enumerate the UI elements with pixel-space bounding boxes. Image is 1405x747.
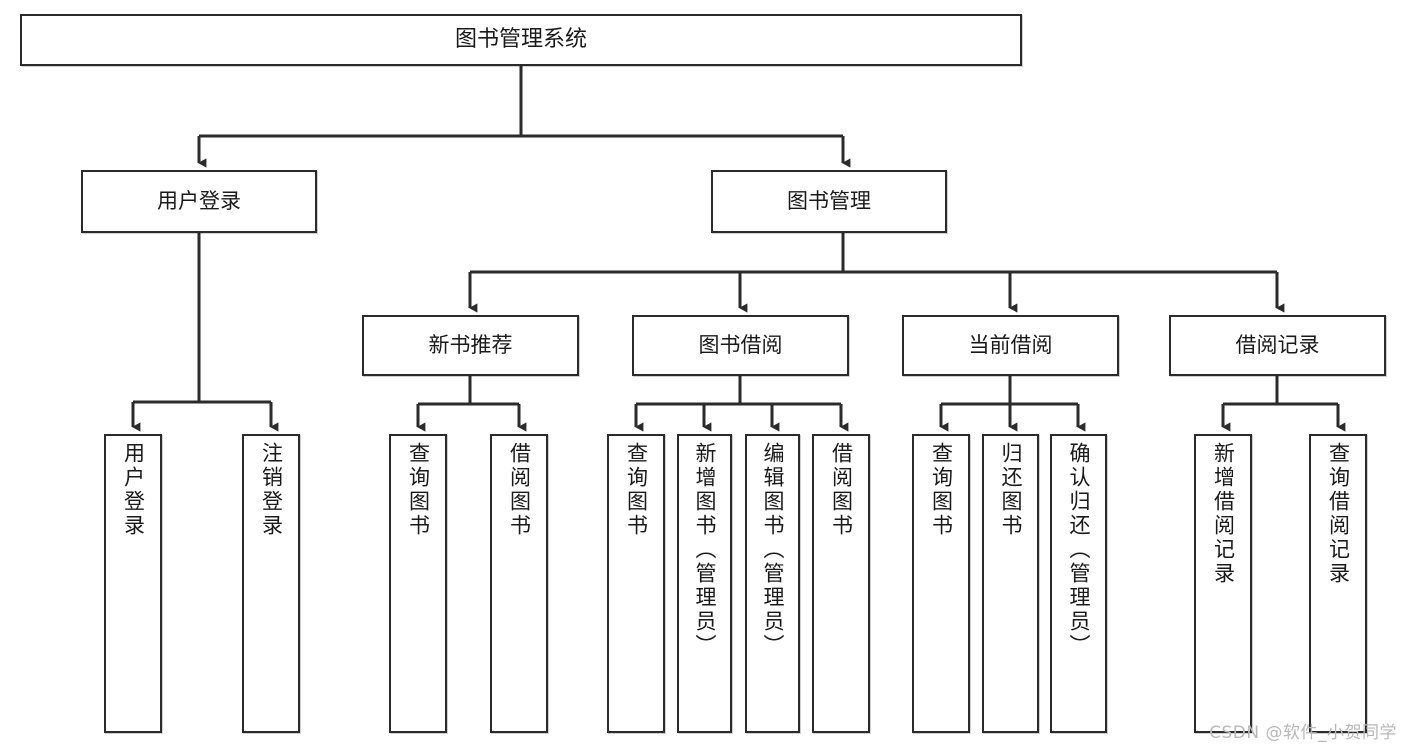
leaf-book-borrow-edit-label: 编辑图书（管理员） xyxy=(761,442,785,658)
leaf-borrow-record-add[interactable]: 新增借阅记录 xyxy=(1194,434,1252,733)
node-book-borrow-label: 图书借阅 xyxy=(698,333,783,358)
node-book-management[interactable]: 图书管理 xyxy=(711,170,947,233)
leaf-borrow-record-query[interactable]: 查询借阅记录 xyxy=(1309,434,1367,733)
node-user-login[interactable]: 用户登录 xyxy=(81,170,317,233)
leaf-current-borrow-return[interactable]: 归还图书 xyxy=(982,434,1039,733)
leaf-current-borrow-return-label: 归还图书 xyxy=(999,442,1023,538)
leaf-new-book-borrow-label: 借阅图书 xyxy=(507,442,532,538)
leaf-user-login-logout-label: 注销登录 xyxy=(259,442,284,538)
leaf-borrow-record-query-label: 查询借阅记录 xyxy=(1326,442,1351,586)
leaf-current-borrow-confirm-label: 确认归还（管理员） xyxy=(1067,442,1091,658)
leaf-book-borrow-add-label: 新增图书（管理员） xyxy=(693,442,717,658)
leaf-user-login-login-label: 用户登录 xyxy=(121,442,146,538)
leaf-book-borrow-query-label: 查询图书 xyxy=(624,442,649,538)
node-book-management-label: 图书管理 xyxy=(787,189,871,214)
node-new-book-recommend[interactable]: 新书推荐 xyxy=(362,315,579,376)
leaf-user-login-logout[interactable]: 注销登录 xyxy=(242,434,300,733)
leaf-borrow-record-add-label: 新增借阅记录 xyxy=(1211,442,1236,586)
node-user-login-label: 用户登录 xyxy=(157,189,241,214)
leaf-book-borrow-query[interactable]: 查询图书 xyxy=(607,434,665,733)
leaf-new-book-borrow[interactable]: 借阅图书 xyxy=(490,434,548,733)
node-current-borrow[interactable]: 当前借阅 xyxy=(902,315,1119,376)
leaf-book-borrow-borrow[interactable]: 借阅图书 xyxy=(812,434,870,733)
leaf-book-borrow-add[interactable]: 新增图书（管理员） xyxy=(677,434,732,733)
node-root[interactable]: 图书管理系统 xyxy=(20,14,1022,66)
leaf-book-borrow-borrow-label: 借阅图书 xyxy=(829,442,854,538)
node-current-borrow-label: 当前借阅 xyxy=(968,333,1053,358)
leaf-new-book-query[interactable]: 查询图书 xyxy=(389,434,447,733)
leaf-new-book-query-label: 查询图书 xyxy=(406,442,431,538)
node-book-borrow[interactable]: 图书借阅 xyxy=(632,315,849,376)
node-borrow-record-label: 借阅记录 xyxy=(1235,333,1320,358)
leaf-current-borrow-query[interactable]: 查询图书 xyxy=(912,434,970,733)
csdn-watermark: CSDN @软件_小贺同学 xyxy=(1209,723,1397,743)
node-root-label: 图书管理系统 xyxy=(454,27,587,53)
leaf-current-borrow-query-label: 查询图书 xyxy=(929,442,954,538)
leaf-current-borrow-confirm[interactable]: 确认归还（管理员） xyxy=(1050,434,1107,733)
node-new-book-recommend-label: 新书推荐 xyxy=(428,333,513,358)
leaf-book-borrow-edit[interactable]: 编辑图书（管理员） xyxy=(745,434,800,733)
node-borrow-record[interactable]: 借阅记录 xyxy=(1169,315,1386,376)
leaf-user-login-login[interactable]: 用户登录 xyxy=(104,434,162,733)
